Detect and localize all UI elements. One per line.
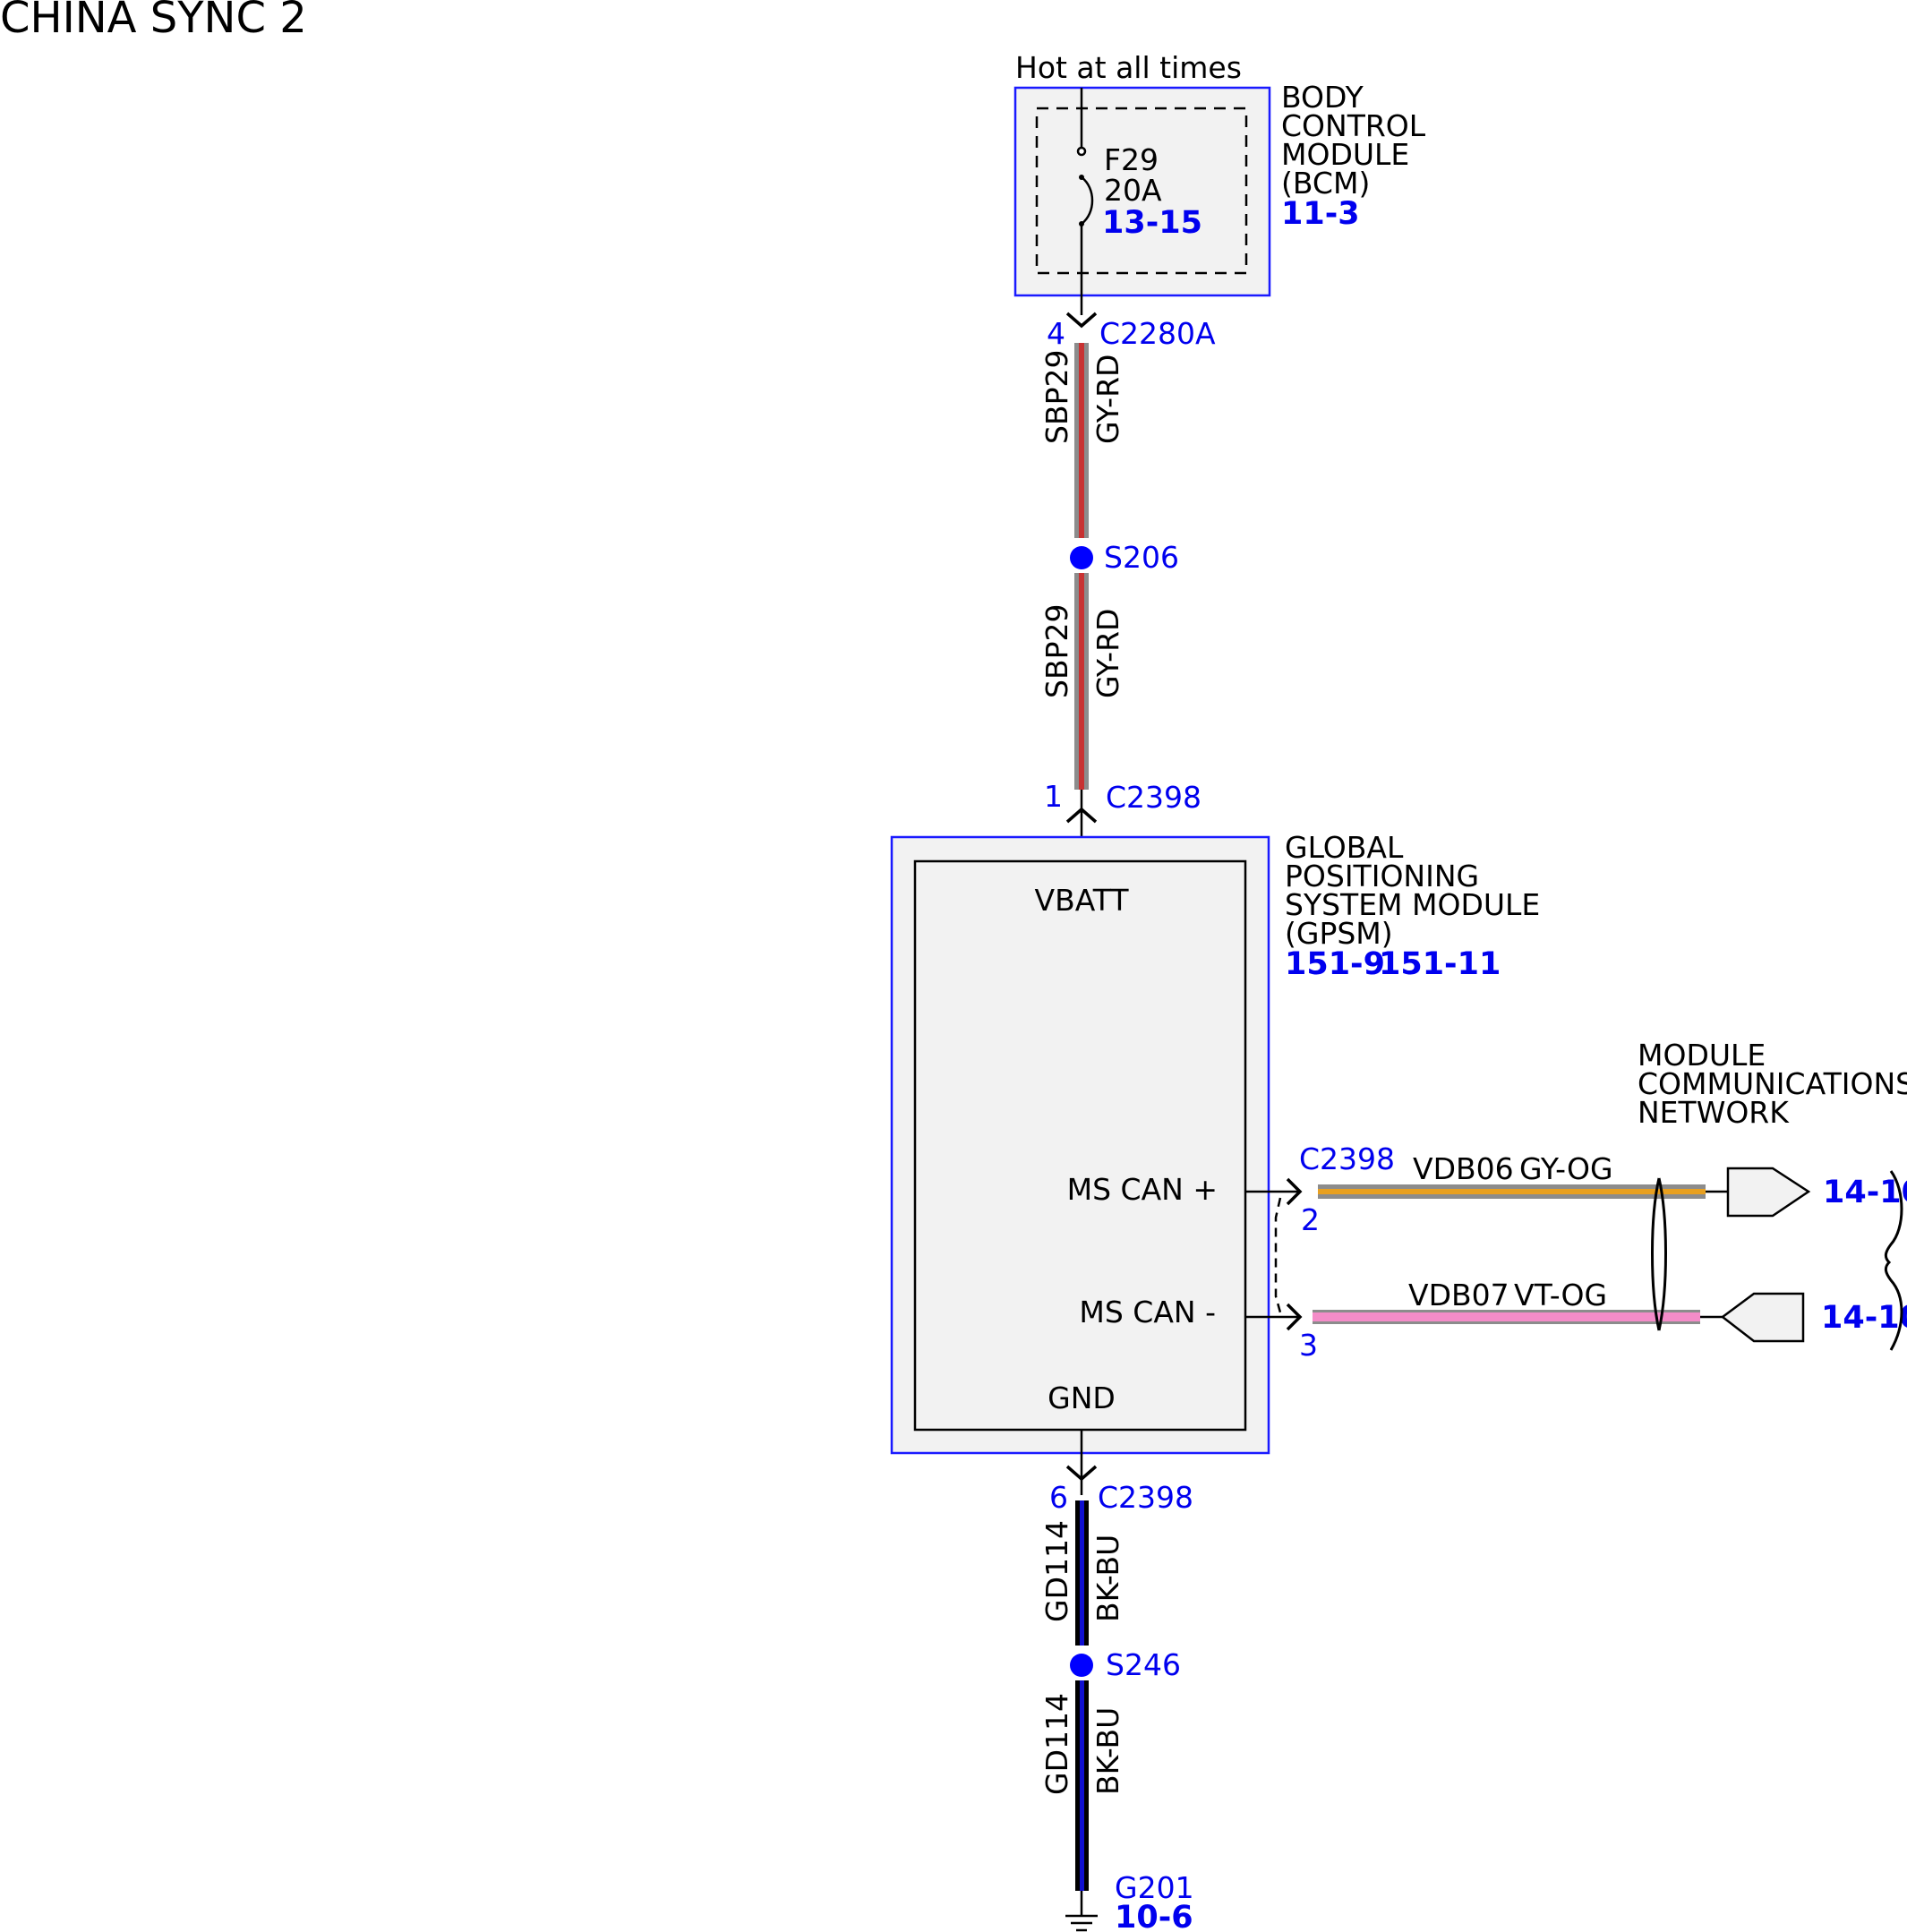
bcm-module — [1013, 86, 1271, 297]
gpsm-page-ref-link-1[interactable]: 151-9 — [1285, 946, 1385, 982]
fuse-f29-symbol — [1076, 88, 1094, 315]
c2398-can-connector-label[interactable]: C2398 — [1299, 1141, 1395, 1176]
wire-sbp29-upper — [1074, 343, 1089, 538]
bcm-outer-box — [1013, 86, 1271, 297]
fuse-page-ref-link[interactable]: 13-15 — [1102, 205, 1202, 241]
wire-sbp29-lower — [1074, 573, 1089, 790]
twisted-pair-icon — [1651, 1177, 1667, 1331]
bcm-fuse-box — [1035, 107, 1248, 275]
wire-gd114-upper-color: BK-BU — [1090, 1534, 1125, 1622]
wire-gd114-upper-circuit: GD114 — [1039, 1520, 1074, 1622]
splice-s246[interactable] — [1070, 1654, 1093, 1677]
gpsm-module — [890, 835, 1270, 1455]
c2398-gnd-connector-symbol — [1065, 1465, 1098, 1482]
wire-gd114-lower-circuit: GD114 — [1039, 1693, 1074, 1795]
wire-vdb06-color: GY-OG — [1519, 1151, 1613, 1186]
can-minus-page-ref-link[interactable]: 14-10 — [1821, 1300, 1907, 1336]
c2398-pin-3: 3 — [1299, 1328, 1318, 1363]
c2280a-connector-symbol — [1065, 312, 1098, 329]
c2398-pin-2: 2 — [1301, 1202, 1320, 1237]
ground-page-ref-link[interactable]: 10-6 — [1115, 1900, 1193, 1932]
network-name: MODULE COMMUNICATIONS NETWORK — [1638, 1038, 1907, 1130]
gpsm-page-ref-link-2[interactable]: 151-11 — [1379, 946, 1501, 982]
gpsm-name: GLOBAL POSITIONING SYSTEM MODULE (GPSM) — [1285, 830, 1550, 951]
gpsm-inner-box — [913, 859, 1247, 1432]
can-plus-offpage-connector[interactable] — [1726, 1167, 1811, 1218]
wire-sbp29-upper-color: GY-RD — [1090, 355, 1125, 444]
page-title: CHINA SYNC 2 — [0, 0, 307, 43]
wire-vdb06-circuit: VDB06 — [1413, 1151, 1514, 1186]
c2280a-pin: 4 — [1047, 316, 1065, 351]
wire-gd114-lower-color: BK-BU — [1090, 1707, 1125, 1795]
gpsm-pin-gnd: GND — [1048, 1381, 1116, 1415]
wire-vdb07 — [1313, 1310, 1700, 1324]
fuse-rating: 20A — [1104, 173, 1162, 208]
bcm-name: BODY CONTROL MODULE (BCM) — [1281, 80, 1435, 201]
fuse-id: F29 — [1104, 142, 1159, 177]
ground-symbol-icon — [1065, 1891, 1098, 1932]
gpsm-pin-ms-can-plus: MS CAN + — [1067, 1172, 1218, 1207]
can-minus-offpage-connector[interactable] — [1720, 1292, 1805, 1343]
wire-gd114-upper — [1075, 1500, 1089, 1646]
wire-gd114-lower — [1075, 1680, 1089, 1891]
c2398-vbatt-connector-label[interactable]: C2398 — [1106, 780, 1201, 815]
c2398-pin-6: 6 — [1049, 1480, 1068, 1515]
c2398-can-minus-connector-symbol — [1286, 1303, 1303, 1331]
can-pair-dashed-link — [1274, 1197, 1282, 1313]
c2398-pin-1: 1 — [1044, 779, 1063, 814]
bcm-page-ref-link[interactable]: 11-3 — [1281, 196, 1360, 232]
gpsm-pin-vbatt: VBATT — [1035, 883, 1130, 918]
c2398-gnd-connector-label[interactable]: C2398 — [1098, 1480, 1193, 1515]
wire-vdb06 — [1318, 1184, 1706, 1199]
wire-vdb07-circuit: VDB07 — [1408, 1278, 1509, 1312]
wire-sbp29-lower-circuit: SBP29 — [1039, 604, 1074, 698]
splice-s206[interactable] — [1070, 546, 1093, 569]
can-plus-page-ref-link[interactable]: 14-10 — [1823, 1175, 1907, 1210]
splice-s246-label[interactable]: S246 — [1106, 1647, 1181, 1682]
network-brace — [1884, 1170, 1903, 1351]
c2280a-connector-label[interactable]: C2280A — [1099, 316, 1216, 351]
wire-sbp29-lower-color: GY-RD — [1090, 609, 1125, 698]
wire-vdb07-color: VT-OG — [1514, 1278, 1607, 1312]
splice-s206-label[interactable]: S206 — [1104, 540, 1179, 575]
c2398-can-plus-connector-symbol — [1286, 1177, 1303, 1206]
hot-at-all-times-label: Hot at all times — [1015, 50, 1242, 85]
ground-g201-label[interactable]: G201 — [1115, 1870, 1194, 1905]
gpsm-pin-ms-can-minus: MS CAN - — [1079, 1295, 1216, 1329]
wire-sbp29-upper-circuit: SBP29 — [1039, 350, 1074, 444]
